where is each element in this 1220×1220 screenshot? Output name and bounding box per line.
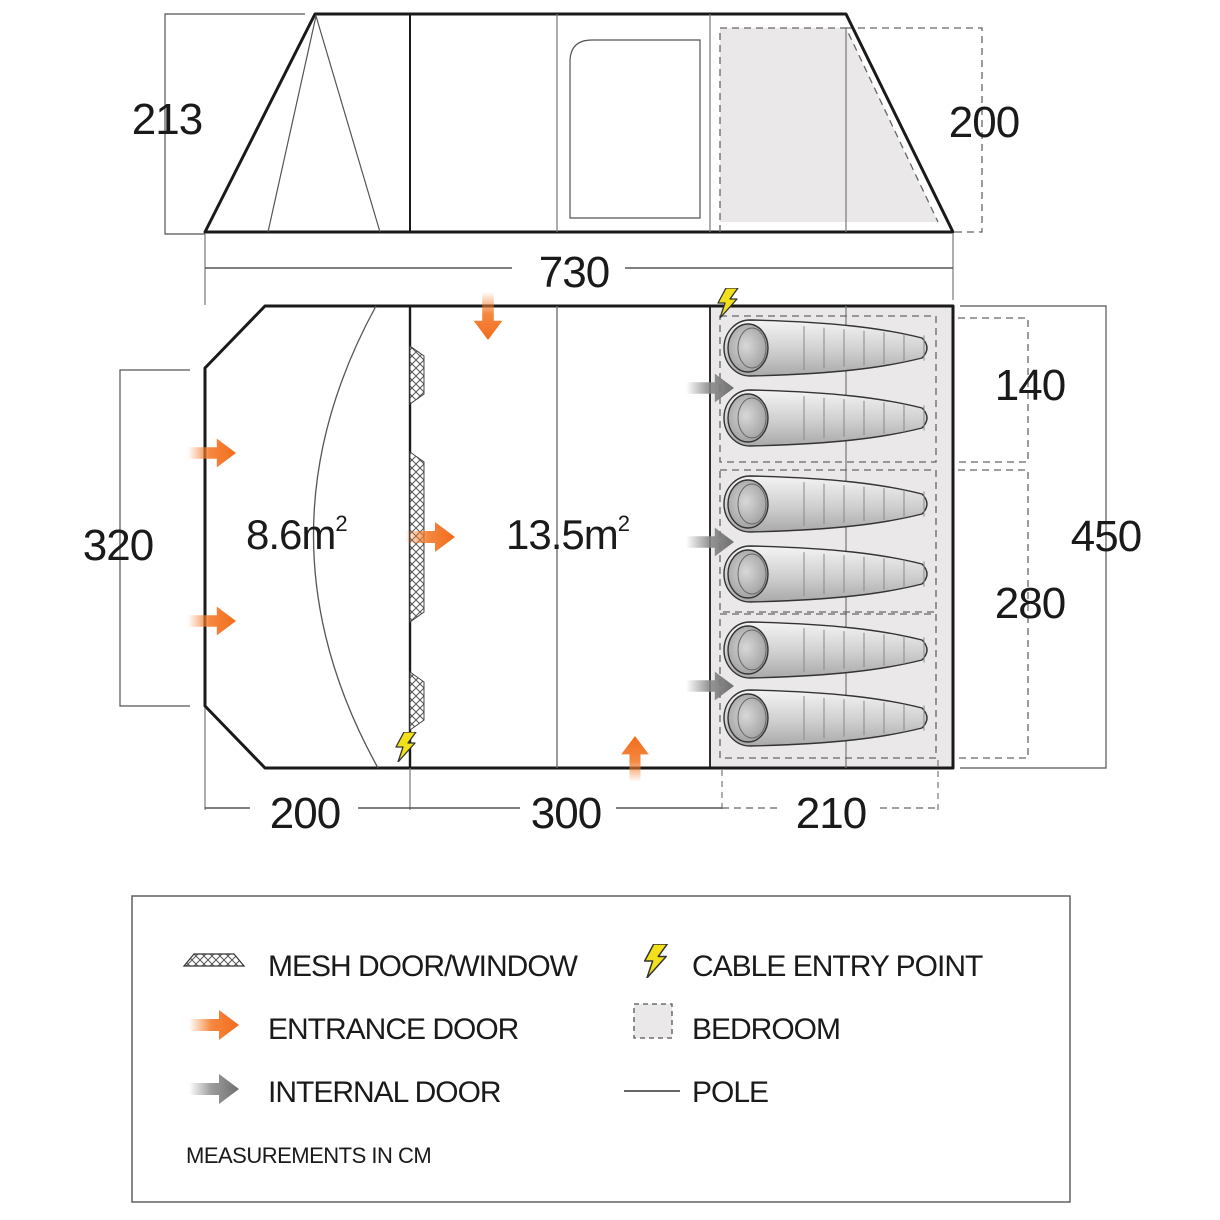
bedroom-compartment-2	[719, 469, 937, 613]
total-width-guide	[960, 305, 1107, 769]
total-width-label: 450	[1071, 512, 1141, 561]
living-area-label: 13.5m2	[506, 511, 630, 558]
measurements-note: MEASUREMENTS IN CM	[186, 1143, 431, 1168]
bedroom-length-label: 210	[796, 789, 866, 838]
legend-box	[131, 895, 1071, 1203]
sleeping-bag	[723, 545, 928, 603]
elevation-inner-tent-dash	[719, 27, 939, 232]
elevation-bedroom-shade	[720, 28, 938, 222]
total-length-label: 730	[539, 248, 609, 297]
length-dimensions: 200 300 210	[204, 708, 939, 838]
porch-width-label: 320	[83, 521, 153, 570]
sleeping-bag	[723, 389, 928, 447]
sleeping-bag	[723, 689, 928, 747]
legend-mesh-label: MESH DOOR/WINDOW	[268, 950, 579, 983]
mesh-icon	[182, 953, 246, 967]
bedroom-legend-icon	[633, 1003, 673, 1039]
legend: MESH DOOR/WINDOW CABLE ENTRY POINT ENTRA…	[131, 895, 1071, 1203]
cable-entry-icon-bottom	[395, 732, 417, 762]
living-length-label: 300	[531, 789, 601, 838]
elevation-outline	[203, 12, 955, 234]
entrance-door-arrow-left-2	[188, 606, 236, 636]
porch-area-label: 8.6m2	[246, 511, 347, 558]
entrance-door-arrow-bottom	[621, 736, 649, 782]
total-length-dimension: 730	[204, 234, 954, 305]
porch-curved-pole	[312, 305, 379, 769]
sleeping-bags	[723, 319, 928, 747]
legend-entrance-label: ENTRANCE DOOR	[268, 1013, 519, 1046]
entrance-door-arrow-top	[473, 292, 503, 340]
legend-pole-label: POLE	[692, 1076, 768, 1109]
porch-length-label: 200	[270, 789, 340, 838]
elevation-right-height-guide	[846, 27, 983, 233]
sleeping-bag	[723, 319, 928, 377]
porch-width-guide	[119, 369, 190, 707]
sleeping-bag	[723, 621, 928, 679]
legend-internal-label: INTERNAL DOOR	[268, 1076, 501, 1109]
elevation-height-right-label: 200	[949, 98, 1019, 147]
elevation-height-left-label: 213	[132, 95, 202, 144]
sleeping-bag	[723, 475, 928, 533]
bedroom-width-1-label: 140	[995, 361, 1065, 410]
side-elevation: 213 200	[132, 12, 1020, 235]
legend-cable-label: CABLE ENTRY POINT	[692, 950, 983, 983]
elevation-porch-strap	[267, 13, 381, 233]
mesh-panel-bottom	[409, 671, 425, 731]
floor-outline	[203, 304, 955, 770]
floor-plan: 320 140 280 450 8.6m2 13.5m2	[83, 288, 1142, 782]
mesh-panel-top	[409, 345, 425, 405]
legend-bedroom-label: BEDROOM	[692, 1013, 840, 1046]
bedroom-width-2-label: 280	[995, 579, 1065, 628]
elevation-window	[569, 39, 701, 219]
elevation-left-height-guide	[164, 13, 305, 235]
entrance-door-arrow-left-1	[188, 438, 236, 468]
